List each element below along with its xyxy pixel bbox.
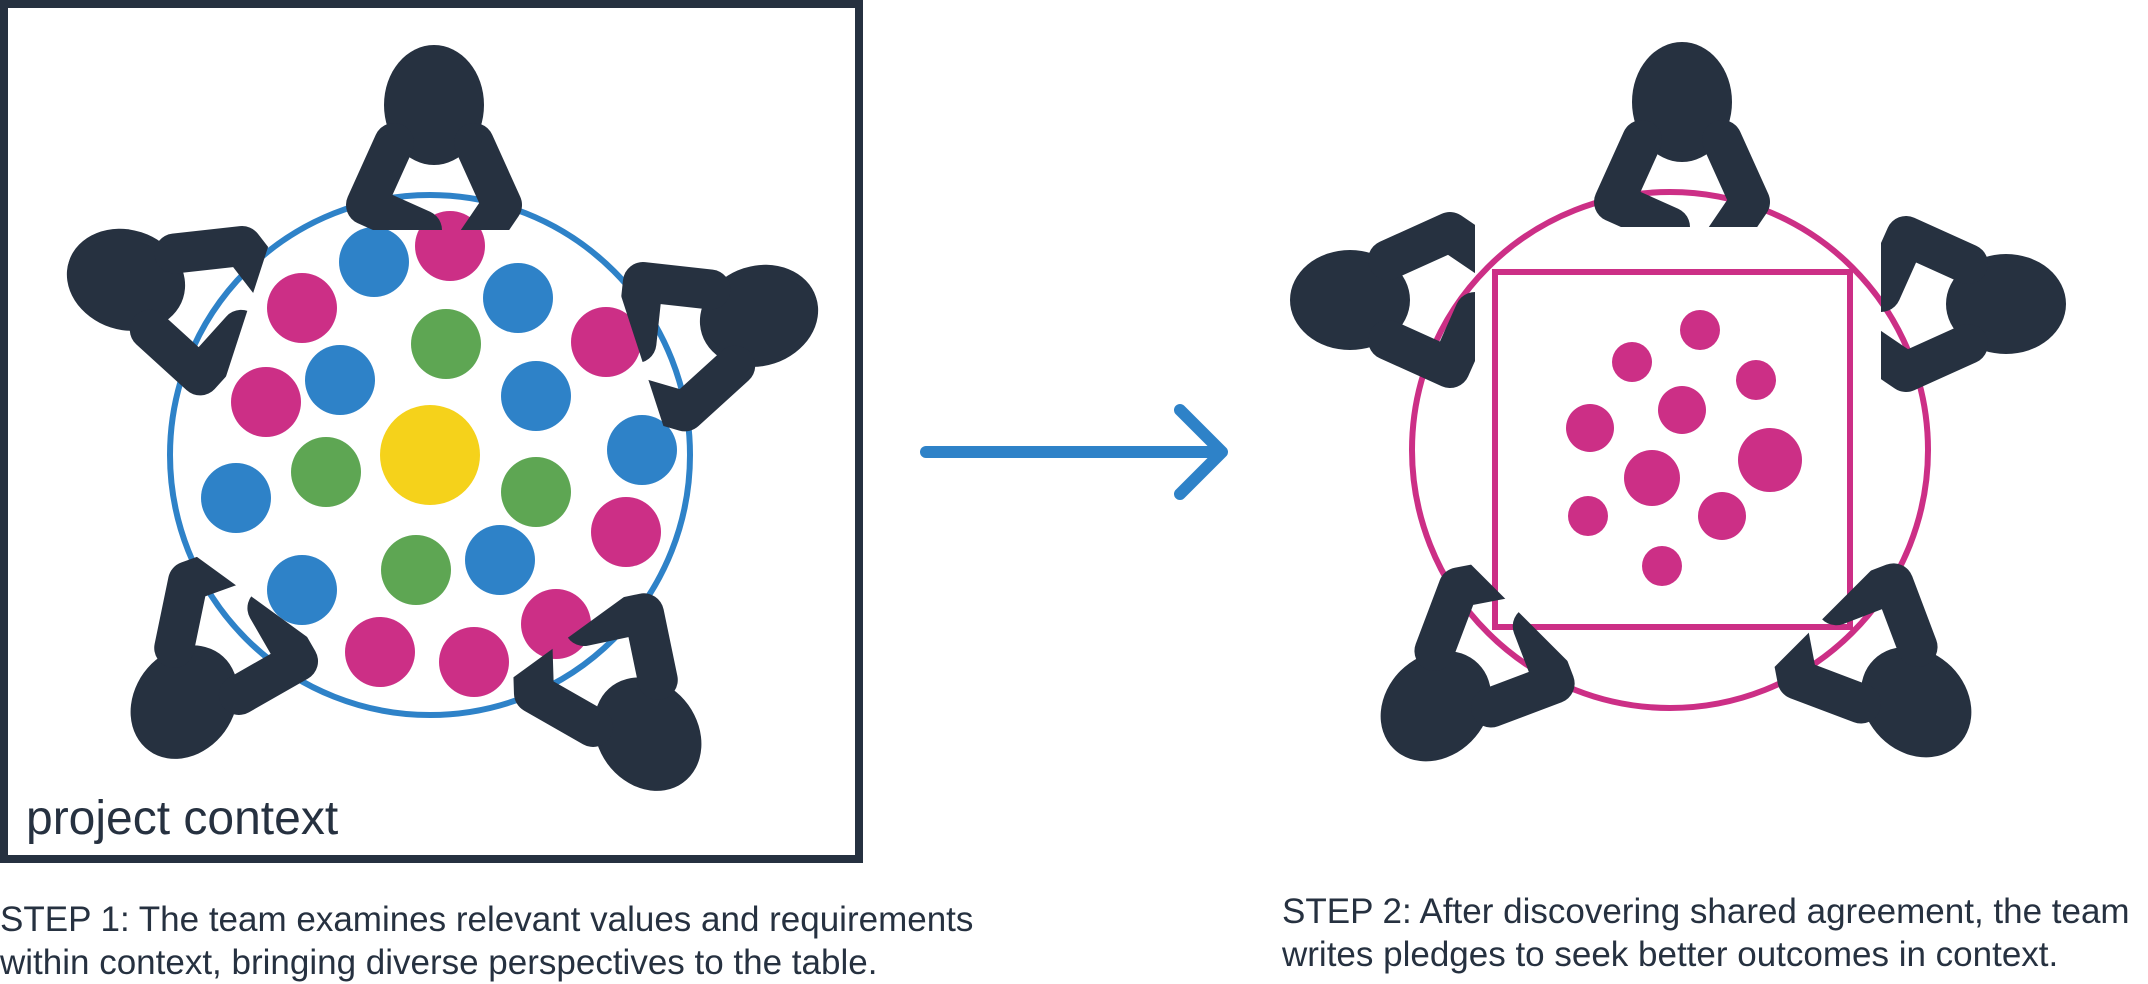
person-icon xyxy=(1856,236,2066,372)
person-icon xyxy=(1290,232,1500,368)
magenta-dot-icon xyxy=(231,367,301,437)
person-icon xyxy=(1762,548,2007,793)
pink-dot-icon xyxy=(1612,342,1652,382)
magenta-dot-icon xyxy=(521,589,591,659)
square-pledge-icon xyxy=(1492,269,1853,630)
blue-dot-icon xyxy=(501,361,571,431)
step1-caption-line1: STEP 1: The team examines relevant value… xyxy=(0,900,974,939)
step2-caption-line2: writes pledges to seek better outcomes i… xyxy=(1282,935,2059,974)
round-table-icon xyxy=(1409,189,1931,711)
step2-caption-line1: STEP 2: After discovering shared agreeme… xyxy=(1282,892,2130,931)
project-context-frame xyxy=(0,0,863,863)
magenta-dot-icon xyxy=(345,617,415,687)
pink-dot-icon xyxy=(1624,450,1680,506)
blue-dot-icon xyxy=(201,463,271,533)
blue-dot-icon xyxy=(607,415,677,485)
yellow-dot-icon xyxy=(380,405,480,505)
green-dot-icon xyxy=(501,457,571,527)
pink-dot-icon xyxy=(1738,428,1802,492)
person-icon xyxy=(366,45,502,255)
pink-dot-icon xyxy=(1568,496,1608,536)
step1-caption: STEP 1: The team examines relevant value… xyxy=(0,898,973,984)
pink-dot-icon xyxy=(1698,492,1746,540)
blue-dot-icon xyxy=(339,227,409,297)
person-icon xyxy=(1614,42,1750,252)
step1-caption-line2: within context, bringing diverse perspec… xyxy=(0,943,878,982)
pledge-dots xyxy=(1566,310,1802,586)
round-table-icon xyxy=(167,192,693,718)
magenta-dot-icon xyxy=(591,497,661,567)
person-icon xyxy=(48,197,290,391)
blue-dot-icon xyxy=(483,263,553,333)
perspective-dots xyxy=(201,211,677,697)
step2-panel xyxy=(1290,42,2066,797)
green-dot-icon xyxy=(381,535,451,605)
person-icon xyxy=(1345,552,1590,797)
pink-dot-icon xyxy=(1736,360,1776,400)
pink-dot-icon xyxy=(1658,386,1706,434)
blue-dot-icon xyxy=(305,345,375,415)
blue-dot-icon xyxy=(465,525,535,595)
magenta-dot-icon xyxy=(571,307,641,377)
pink-dot-icon xyxy=(1642,546,1682,586)
project-context-label: project context xyxy=(26,792,338,845)
step1-panel: project context xyxy=(0,0,863,863)
green-dot-icon xyxy=(411,309,481,379)
magenta-dot-icon xyxy=(267,273,337,343)
step2-caption: STEP 2: After discovering shared agreeme… xyxy=(1282,890,2130,976)
magenta-dot-icon xyxy=(439,627,509,697)
blue-dot-icon xyxy=(267,555,337,625)
arrow-right-icon xyxy=(920,404,1228,500)
pink-dot-icon xyxy=(1680,310,1720,350)
green-dot-icon xyxy=(291,437,361,507)
pink-dot-icon xyxy=(1566,404,1614,452)
